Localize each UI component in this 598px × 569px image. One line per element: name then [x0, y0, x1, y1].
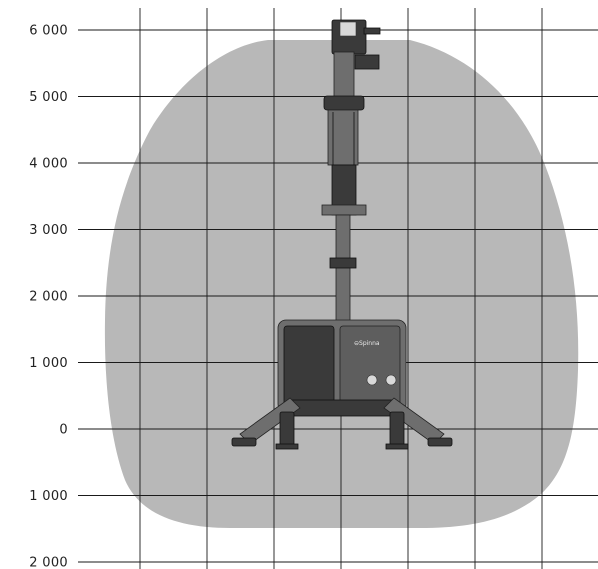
base-panel-right [339, 325, 401, 407]
base-panel-left [283, 325, 335, 407]
base-knob-left [366, 374, 378, 386]
y-axis-tick-label: 1 000 [29, 356, 68, 371]
y-axis-tick-label: 2 000 [29, 556, 68, 569]
wheel-left-base [275, 443, 299, 450]
mast-clamp [329, 257, 357, 269]
mast-head-plate [339, 21, 357, 37]
mast-head-arm [363, 27, 381, 35]
mast-lower [335, 214, 351, 326]
outrigger-left-foot [231, 437, 257, 447]
machine-illustration: ⊖Spinna [231, 19, 453, 450]
mast-motor [354, 54, 380, 70]
wheel-left [279, 411, 295, 447]
base-frame [287, 399, 397, 417]
y-axis-tick-label: 1 000 [29, 489, 68, 504]
y-axis-labels: 6 000 5 000 4 000 3 000 2 000 1 000 0 1 000 2 00… [29, 24, 68, 569]
y-axis-tick-label: 3 000 [29, 223, 68, 238]
y-axis-tick-label: 2 000 [29, 290, 68, 305]
brand-label: ⊖Spinna [354, 340, 380, 347]
wheel-right [389, 411, 405, 447]
base-knob-right [385, 374, 397, 386]
y-axis-tick-label: 0 [59, 423, 68, 438]
mast-joint-upper [323, 95, 365, 111]
mast-upper [333, 51, 355, 98]
y-axis-tick-label: 4 000 [29, 157, 68, 172]
y-axis-tick-label: 5 000 [29, 90, 68, 105]
mast-collar [321, 204, 367, 216]
y-axis-tick-label: 6 000 [29, 24, 68, 39]
wheel-right-base [385, 443, 409, 450]
outrigger-right-foot [427, 437, 453, 447]
